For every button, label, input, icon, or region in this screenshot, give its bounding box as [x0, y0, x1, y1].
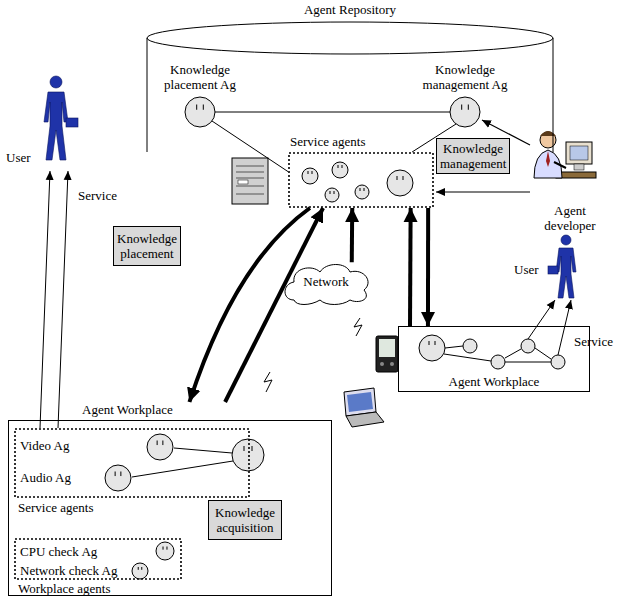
- pda-icon: [376, 336, 398, 372]
- developer-arrow: [436, 191, 530, 192]
- agent-circles: [302, 162, 413, 202]
- user-figure: [44, 76, 78, 160]
- node-outline: [104, 464, 132, 492]
- node-outline: [184, 96, 216, 128]
- agent-link: [215, 112, 450, 113]
- agent-node: Video Ag: [18, 432, 178, 462]
- developer-figure: [534, 131, 596, 178]
- node-label: Workplace agents: [18, 581, 158, 596]
- node-label: CPU check Ag: [20, 544, 132, 559]
- flow-arrow: [189, 208, 309, 402]
- service-arrow: [58, 171, 68, 428]
- node-label: Video Ag: [20, 438, 120, 453]
- node-label: Knowledge placement Ag: [155, 62, 245, 92]
- server-icon: [232, 158, 268, 204]
- node-outline: [288, 152, 434, 208]
- node-label: Service agents: [18, 500, 138, 515]
- node-label: Agent Repository: [146, 2, 554, 17]
- group-box: Service agents: [288, 134, 434, 208]
- laptop-icon: [344, 388, 384, 427]
- agent-eyes: [429, 341, 435, 345]
- node-outline: [449, 96, 481, 128]
- figure-label: Service: [574, 334, 624, 349]
- box-label: Knowledge acquisition: [212, 505, 278, 535]
- repository-cylinder: Agent RepositoryKnowledge placement Ag Kn…: [146, 2, 554, 152]
- process-box: Knowledge placement: [113, 226, 181, 266]
- flow-arrow: [408, 208, 413, 326]
- box-label: Knowledge placement: [117, 231, 177, 261]
- figure-label: User: [6, 150, 46, 165]
- group-box: Agent Workplace: [398, 326, 590, 392]
- figure-label: Service: [78, 188, 138, 203]
- flow-arrow: [350, 208, 354, 262]
- agent-eyes: [244, 446, 252, 451]
- process-box: Knowledge acquisition: [208, 500, 282, 540]
- node-label: Audio Ag: [20, 470, 100, 485]
- node-outline: [146, 433, 174, 461]
- network-cloud: Network: [280, 260, 372, 304]
- user-figure: [548, 235, 576, 298]
- process-box: Knowledge management: [436, 138, 510, 174]
- figure-label: Agent developer: [530, 203, 610, 233]
- node-label: Service agents: [290, 134, 430, 149]
- agent-node: Audio Ag: [18, 462, 142, 494]
- agent-link: [212, 121, 288, 172]
- wireless-link: [354, 318, 362, 336]
- node-label: Agent Workplace: [398, 374, 590, 389]
- node-label: Network check Ag: [20, 563, 130, 578]
- node-label: Agent Workplace: [82, 402, 192, 417]
- service-arrow: [40, 171, 50, 428]
- flow-arrow: [225, 208, 323, 402]
- agent-link: [132, 448, 233, 477]
- agent-circle: [232, 439, 264, 471]
- agent-eyes: [308, 165, 403, 194]
- node-outline: [155, 541, 175, 561]
- node-label: Knowledge management Ag: [417, 62, 513, 92]
- node-outline: [131, 562, 149, 580]
- agent-node: Knowledge management Ag: [417, 62, 513, 130]
- service-arrow: [558, 300, 571, 355]
- node-label: Network: [280, 274, 372, 289]
- service-arrow: [528, 300, 555, 339]
- flow-arrow: [426, 208, 430, 326]
- group-box: Workplace agents CPU check Ag Network chec…: [14, 538, 182, 596]
- group-box: Agent WorkplaceService agents Video Ag Aud…: [8, 402, 332, 596]
- agent-node: CPU check Ag: [18, 541, 182, 561]
- wireless-link: [264, 372, 272, 392]
- agent-circles: [419, 335, 565, 369]
- agent-node: Knowledge placement Ag: [155, 62, 245, 130]
- figure-label: User: [514, 262, 554, 277]
- box-label: Knowledge management: [440, 141, 506, 171]
- agent-node: Network check Ag: [18, 561, 182, 580]
